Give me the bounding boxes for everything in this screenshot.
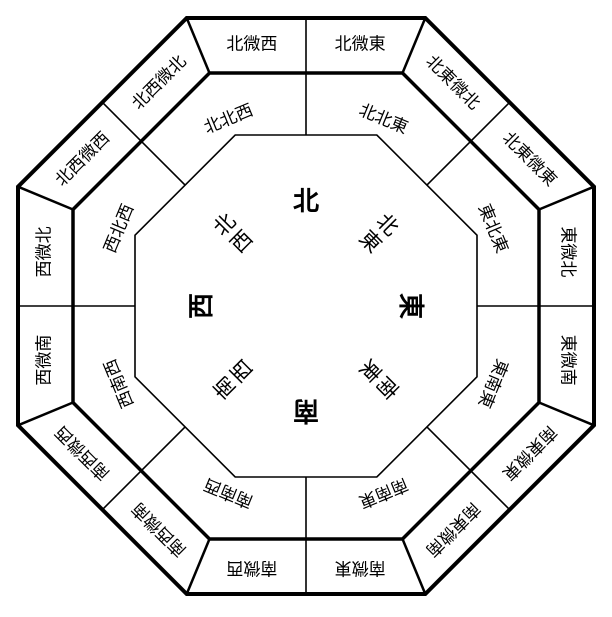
divider-line (426, 101, 511, 186)
middle-direction-label: 北北西 (201, 100, 256, 138)
middle-direction-label: 南南西 (201, 474, 256, 512)
outer-direction-label: 北東微東 (498, 128, 560, 190)
divider-line (401, 17, 427, 74)
intercardinal-label: 北東 (354, 209, 403, 258)
outer-direction-label: 南東微南 (421, 498, 483, 560)
divider-line (185, 17, 211, 74)
outer-direction-label: 北微東 (335, 35, 386, 55)
middle-direction-label: 北北東 (356, 100, 411, 138)
divider-line (538, 185, 595, 211)
divider-line (401, 538, 427, 595)
divider-line (17, 185, 74, 211)
outer-direction-label: 南微西 (226, 558, 277, 578)
middle-direction-label: 東南東 (474, 356, 512, 411)
cardinal-label: 西 (187, 293, 217, 319)
outer-direction-label: 南微東 (335, 558, 386, 578)
middle-direction-label: 東北東 (474, 201, 512, 256)
outer-direction-label: 西微北 (35, 226, 55, 277)
middle-direction-label: 西南西 (100, 356, 138, 411)
divider-line (17, 401, 74, 427)
outer-direction-label: 北西微北 (128, 52, 190, 114)
divider-line (101, 426, 186, 511)
outer-direction-label: 東微北 (558, 226, 578, 277)
divider-line (185, 538, 211, 595)
divider-line (538, 401, 595, 427)
outer-direction-label: 南東微東 (498, 421, 560, 483)
inner-octagon (134, 134, 478, 478)
middle-direction-label: 西北西 (100, 201, 138, 256)
outer-direction-label: 北微西 (226, 35, 277, 55)
cardinal-label: 南 (293, 395, 319, 425)
intercardinal-label: 南西 (209, 354, 258, 403)
divider-line (101, 101, 186, 186)
intercardinal-label: 北西 (209, 209, 258, 258)
cardinal-label: 北 (293, 187, 319, 217)
outer-direction-label: 東微南 (558, 335, 578, 386)
outer-direction-label: 南西微西 (52, 421, 114, 483)
outer-direction-label: 西微南 (35, 335, 55, 386)
intercardinal-label: 南東 (354, 354, 403, 403)
outer-direction-label: 北西微西 (52, 128, 114, 190)
outer-direction-label: 南西微南 (128, 498, 190, 560)
outer-direction-label: 北東微北 (421, 52, 483, 114)
middle-direction-label: 南南東 (356, 474, 411, 512)
divider-line (426, 426, 511, 511)
cardinal-label: 東 (395, 293, 425, 319)
